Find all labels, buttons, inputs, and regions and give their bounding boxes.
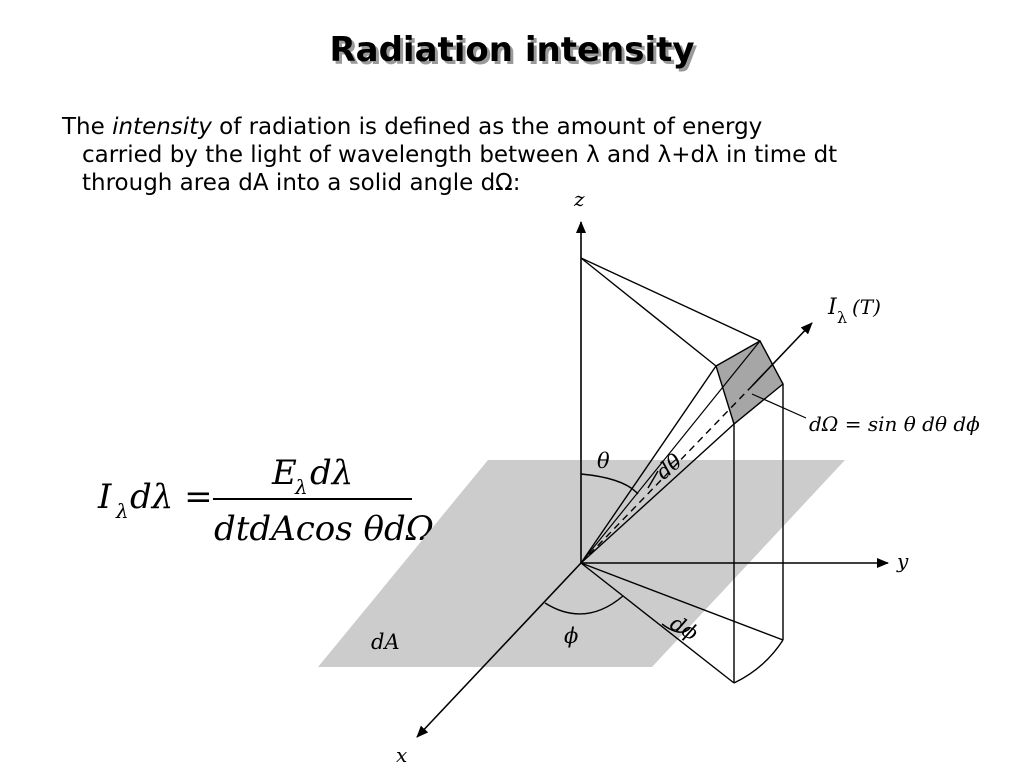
formula-denominator: dtdAcos θdΩ [214, 509, 434, 549]
solid-angle-leader [751, 393, 807, 419]
paragraph-line-3: through area dA into a solid angle dΩ: [82, 170, 521, 196]
ground-ray-1 [580, 562, 735, 684]
formula-numerator-subscript: λ [294, 475, 308, 499]
cone-ray-1 [580, 365, 717, 564]
y-axis-label: y [896, 549, 909, 573]
slide-title: Radiation intensity [329, 30, 695, 70]
intensity-term: intensity [112, 114, 212, 140]
solid-angle-label: dΩ = sin θ dθ dϕ [809, 412, 980, 436]
formula-lhs-subscript: λ [115, 499, 129, 523]
z-axis-label: z [573, 187, 585, 211]
phi-arc [544, 595, 624, 615]
paragraph-line-2: carried by the light of wavelength betwe… [82, 142, 838, 168]
x-axis-label: x [396, 743, 407, 767]
intensity-arrow [751, 322, 813, 387]
intensity-label-I: I [827, 295, 838, 320]
upper-plane-edge-2 [580, 257, 717, 367]
definition-paragraph: The intensity of radiation is defined as… [62, 113, 982, 197]
central-ray-dashed [580, 385, 753, 564]
paragraph-line-1-start: The [62, 114, 113, 140]
formula-lhs-I: I [97, 477, 112, 517]
theta-label: θ [597, 449, 610, 473]
theta-arc [580, 473, 639, 495]
intensity-label-arg: (T) [852, 295, 881, 319]
dphi-arc [661, 623, 691, 633]
phi-label: ϕ [564, 624, 578, 648]
cone-ray-2 [580, 423, 735, 564]
projection-arc-bottom [733, 639, 784, 684]
paragraph-line-1-end: of radiation is defined as the amount of… [211, 114, 763, 140]
formula-numerator-E: E [271, 453, 297, 493]
paragraph-line-1: The intensity of radiation is defined as… [62, 113, 982, 141]
upper-plane-edge [580, 257, 761, 342]
formula-lhs-rest: dλ = [130, 477, 213, 517]
intensity-label-subscript: λ [837, 308, 847, 327]
dtheta-arc [647, 470, 659, 489]
ground-ray-2 [580, 562, 784, 641]
cone-ray-3 [580, 340, 761, 564]
formula-numerator-rest: dλ [310, 453, 353, 493]
x-axis [416, 562, 582, 738]
area-label: dA [371, 630, 400, 654]
